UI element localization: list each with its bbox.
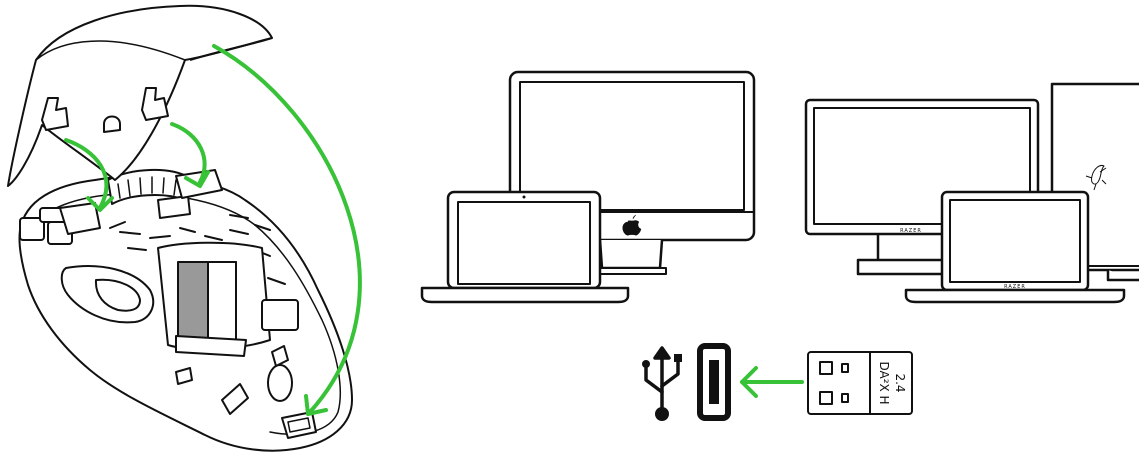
macbook-base bbox=[422, 288, 628, 302]
razer-laptop-screen bbox=[950, 200, 1080, 282]
battery-contact bbox=[176, 336, 246, 356]
mouse-foot-4 bbox=[176, 368, 192, 384]
dongle-label-top: 2.4 bbox=[893, 373, 907, 392]
dongle-contact-3 bbox=[842, 364, 848, 372]
usb-icon bbox=[642, 348, 682, 421]
mouse-pad-left bbox=[60, 203, 100, 234]
macbook-group bbox=[422, 192, 628, 302]
cover-notch bbox=[104, 117, 120, 133]
mouse-foot-2 bbox=[268, 365, 292, 401]
insert-arrow bbox=[742, 368, 802, 396]
tower-foot bbox=[1108, 270, 1139, 280]
mouse-assembly bbox=[19, 170, 352, 451]
dongle-label-bottom: DA²X H bbox=[877, 361, 891, 404]
dongle-contact-2 bbox=[820, 392, 832, 404]
usb-dongle: 2.4 DA²X H bbox=[808, 352, 912, 414]
dongle-contact-4 bbox=[842, 394, 848, 402]
razer-laptop-base bbox=[906, 290, 1124, 302]
monitor-stand bbox=[878, 234, 944, 260]
battery-hinge bbox=[262, 300, 298, 330]
dongle-contact-1 bbox=[820, 362, 832, 374]
battery-label bbox=[208, 262, 236, 342]
mouse-top-cover bbox=[8, 6, 272, 186]
usb-port bbox=[700, 346, 728, 418]
macbook-camera bbox=[523, 196, 526, 199]
macbook-screen bbox=[458, 202, 590, 284]
imac-stand bbox=[600, 240, 662, 268]
monitor-brand: RAZER bbox=[900, 228, 922, 234]
